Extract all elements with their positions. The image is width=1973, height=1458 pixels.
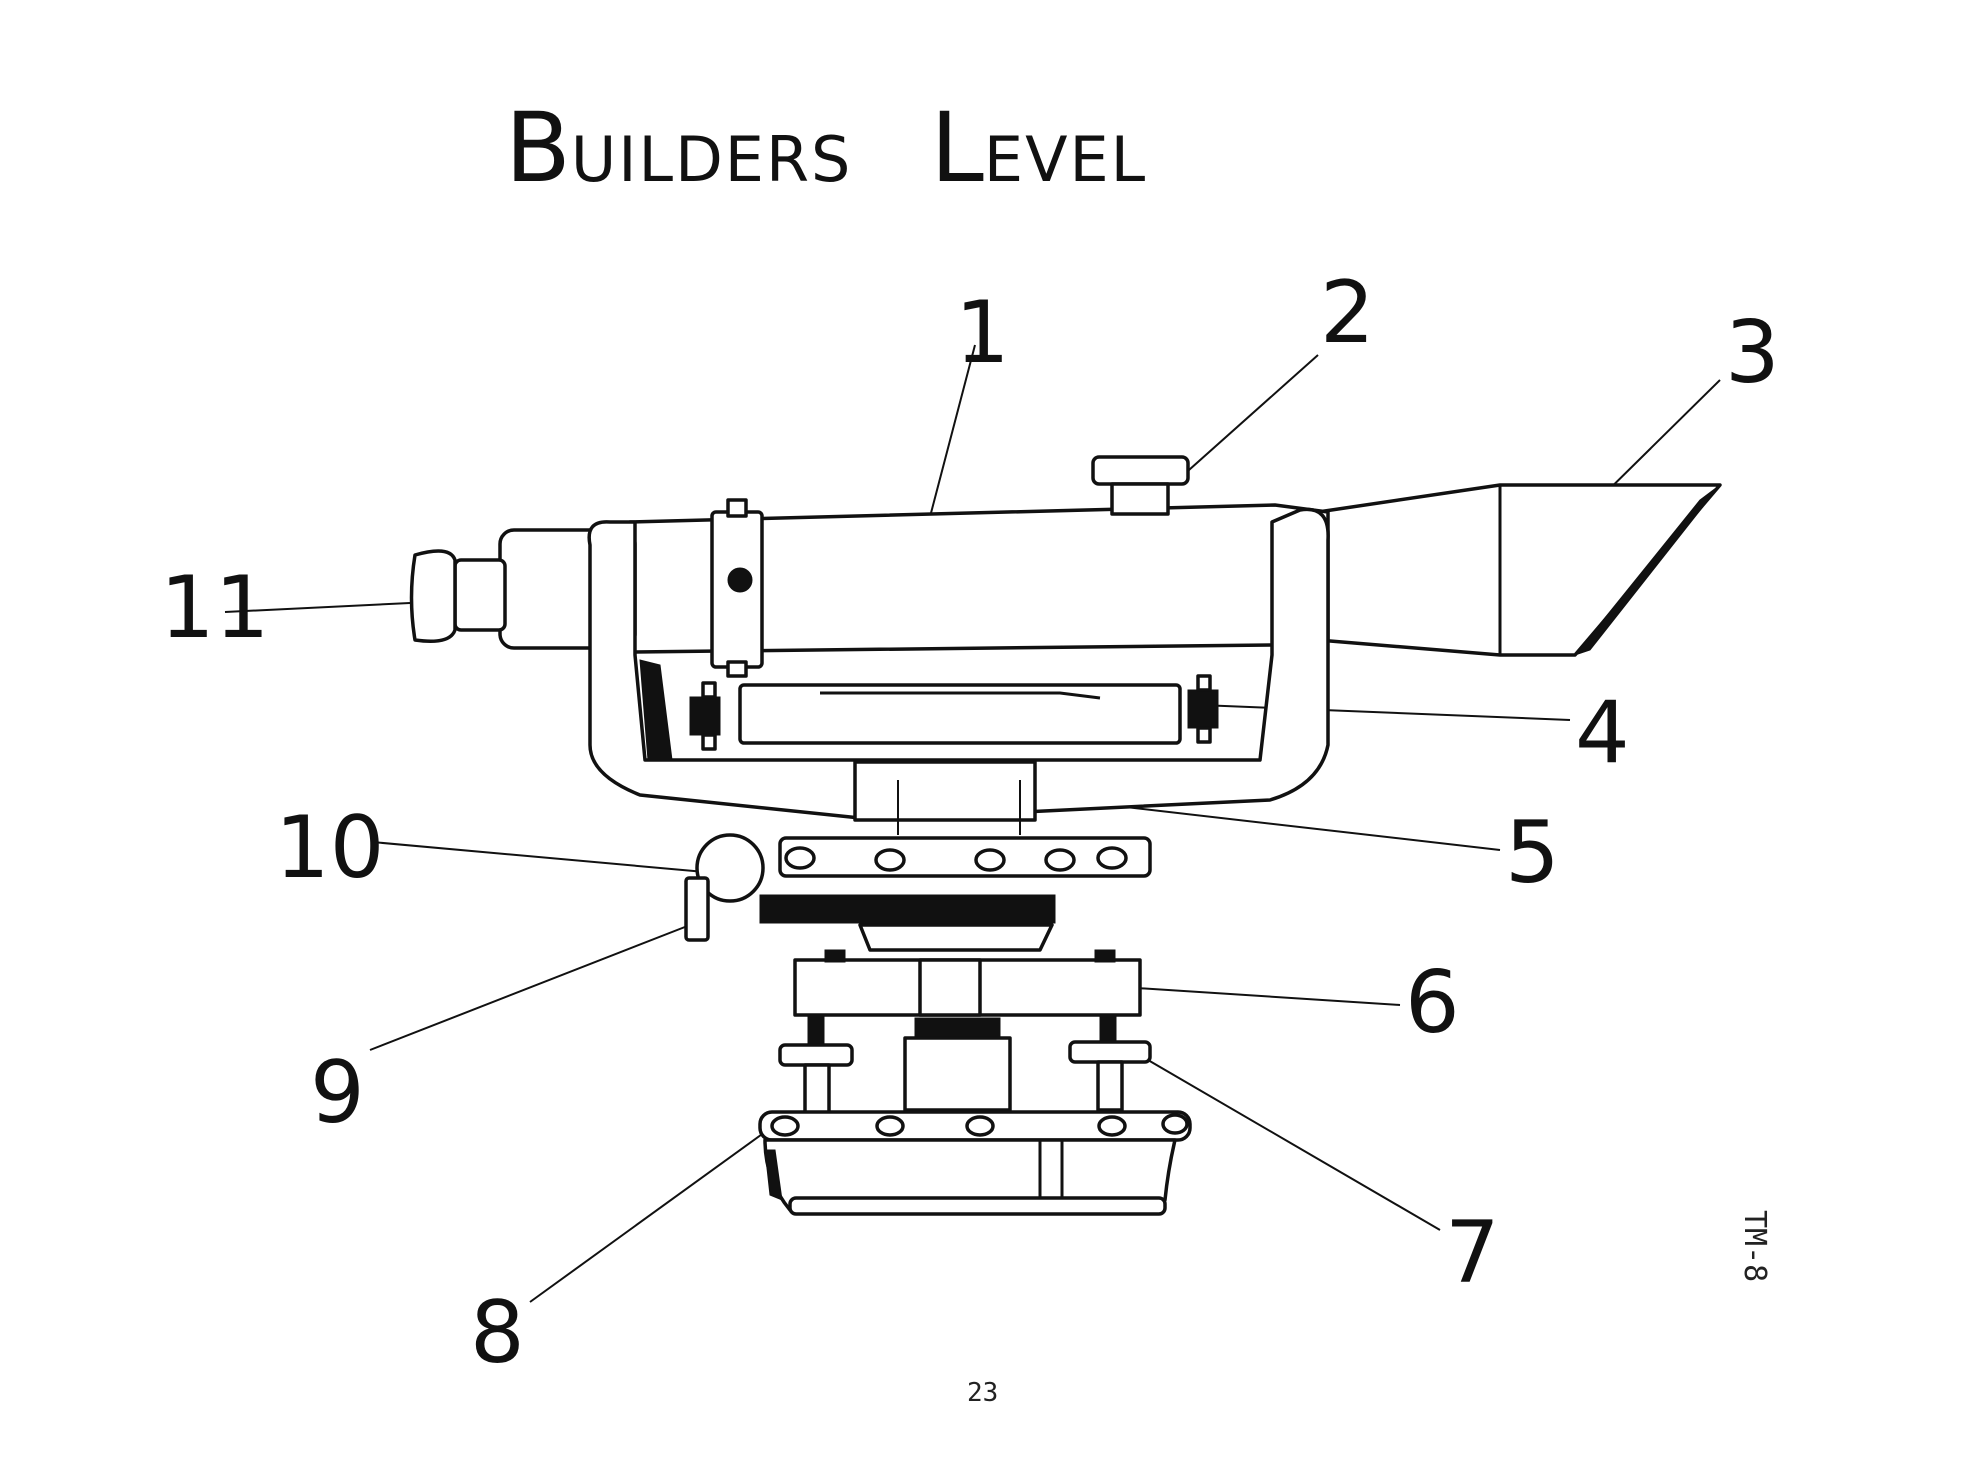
- vertical-spindle-block: [853, 760, 1037, 835]
- objective-hood: [1316, 483, 1722, 657]
- horizontal-circle: [684, 833, 1152, 952]
- spindle-block: [853, 760, 1037, 822]
- page-number: 23: [967, 1378, 999, 1408]
- diagram-title: BUILDERS LEVEL: [505, 92, 1205, 222]
- collar-pin: [727, 567, 753, 593]
- leader-line-9: [369, 924, 691, 1051]
- figure-code: TM-8: [1737, 1210, 1772, 1283]
- spindle-collar: [858, 923, 1054, 952]
- u-frame: [587, 507, 1330, 820]
- leader-line-8: [529, 1131, 766, 1303]
- title-initial-b: B: [505, 92, 571, 204]
- leader-line-2: [1179, 354, 1319, 479]
- eyepiece-cup: [409, 549, 457, 643]
- callout-6: 6: [1405, 953, 1460, 1053]
- focusing-knob: [1091, 455, 1190, 486]
- callout-1: 1: [955, 283, 1010, 383]
- leader-line-7: [1147, 1059, 1441, 1231]
- leader-line-10: [371, 841, 706, 873]
- leveling-screw-left-knob: [778, 1043, 854, 1067]
- horizontal-circle-plate: [778, 836, 1152, 878]
- leader-line-11: [224, 602, 411, 613]
- eyepiece-tube: [453, 558, 507, 632]
- callout-2: 2: [1320, 263, 1375, 363]
- focusing-knob-stem: [1110, 482, 1170, 516]
- base-foot: [788, 1196, 1167, 1216]
- title-initial-l: L: [930, 92, 984, 204]
- collar-screw-bottom: [726, 660, 748, 678]
- callout-9: 9: [310, 1043, 365, 1143]
- vial-screw-right: [1187, 689, 1219, 729]
- telescope-tube: [628, 455, 1330, 678]
- leader-lines: [224, 344, 1721, 1303]
- leveling-center-block: [903, 1036, 1012, 1112]
- level-vial-housing: [738, 683, 1182, 745]
- clamp-screw: [684, 876, 710, 942]
- callout-3: 3: [1725, 303, 1780, 403]
- leveling-head: [793, 949, 1142, 1112]
- leader-line-4: [1199, 704, 1571, 721]
- level-vial-bubble: [820, 691, 1101, 700]
- collar-screw-top: [726, 498, 748, 518]
- leveling-screw-left-thread: [807, 1014, 825, 1046]
- title-rest-builders: UILDERS: [570, 123, 853, 196]
- callout-7: 7: [1445, 1203, 1500, 1303]
- leveling-screw-right-knob: [1068, 1040, 1152, 1064]
- clamp-ring: [759, 894, 1056, 924]
- leveling-center-post: [914, 1017, 1001, 1039]
- base-plate: [758, 1110, 1192, 1216]
- callout-8: 8: [470, 1283, 525, 1383]
- callout-10: 10: [275, 798, 385, 898]
- leveling-screws: [778, 1014, 1152, 1115]
- callout-4: 4: [1575, 683, 1630, 783]
- title-rest-level: EVEL: [983, 123, 1148, 196]
- callout-11: 11: [160, 558, 270, 658]
- callout-5: 5: [1505, 803, 1560, 903]
- vial-screw-left: [689, 696, 721, 736]
- tangent-screw-knob: [695, 833, 765, 903]
